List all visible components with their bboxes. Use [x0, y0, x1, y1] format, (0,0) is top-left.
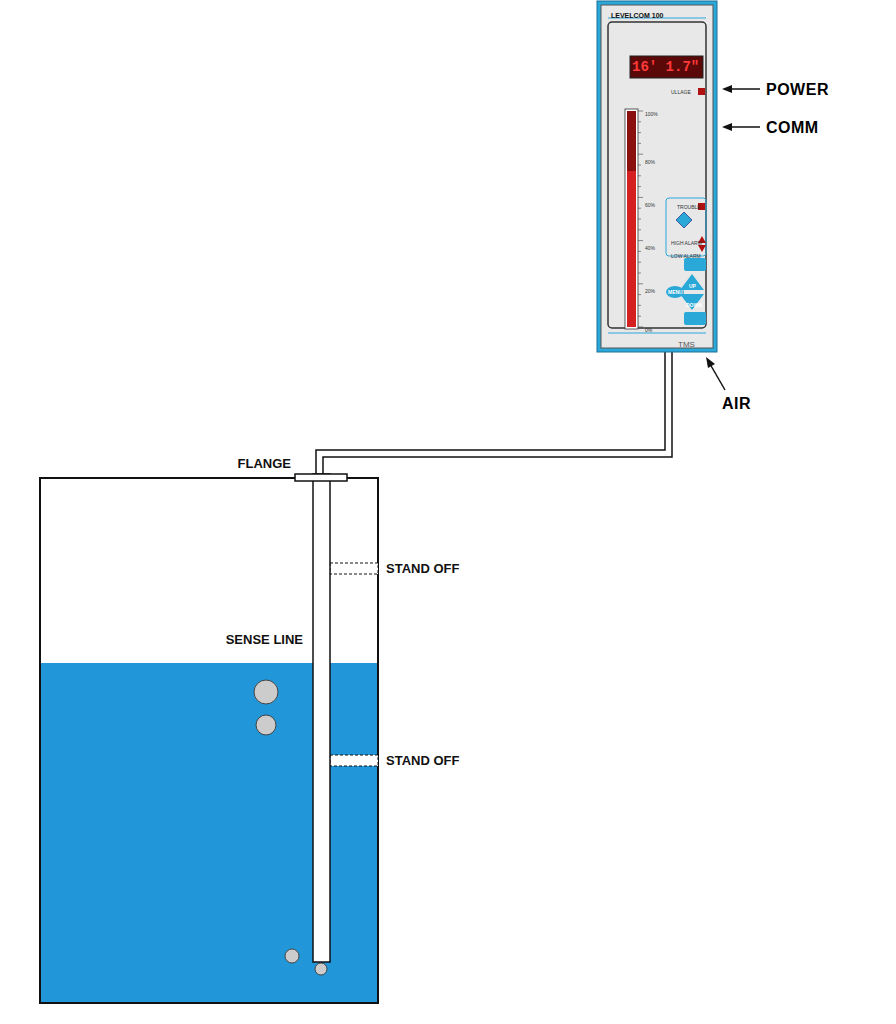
stand-off — [330, 755, 378, 766]
display-reading: 16' 1.7" — [632, 60, 699, 74]
bar-graph — [627, 111, 636, 327]
panel-label: HIGH ALARM — [671, 241, 702, 246]
panel-label: TROUBLE — [677, 205, 701, 210]
panel-label: 20% — [645, 289, 655, 294]
panel-label: 80% — [645, 160, 655, 165]
level-computer-panel: LEVELCOM 100 16' 1.7" ULLAGE 100% 80% 60% 40% 2… — [601, 5, 713, 348]
panel-label: MENU — [668, 290, 683, 295]
panel-label: LEVELCOM 100 — [611, 12, 664, 19]
part-label: AIR — [722, 396, 751, 412]
panel-label: UP — [689, 284, 696, 289]
part-label: STAND OFF — [386, 754, 459, 767]
part-label: POWER — [766, 82, 829, 98]
panel-label: ULLAGE — [671, 90, 691, 95]
panel-label: 40% — [645, 246, 655, 251]
panel-label: TMS — [678, 341, 695, 349]
flange — [295, 474, 347, 481]
device-housing — [597, 1, 717, 352]
part-label: COMM — [766, 120, 819, 136]
panel-label: 100% — [645, 112, 658, 117]
panel-label: DOWN — [686, 303, 702, 308]
part-label: STAND OFF — [386, 562, 459, 575]
stand-off — [330, 563, 378, 574]
panel-label: LOW ALARM — [671, 254, 701, 259]
display — [630, 56, 703, 78]
panel-label: 0% — [645, 328, 652, 333]
part-label: FLANGE — [238, 457, 291, 470]
sense-line-pipe — [313, 474, 330, 962]
panel-label: 60% — [645, 203, 655, 208]
part-label: SENSE LINE — [226, 633, 303, 646]
